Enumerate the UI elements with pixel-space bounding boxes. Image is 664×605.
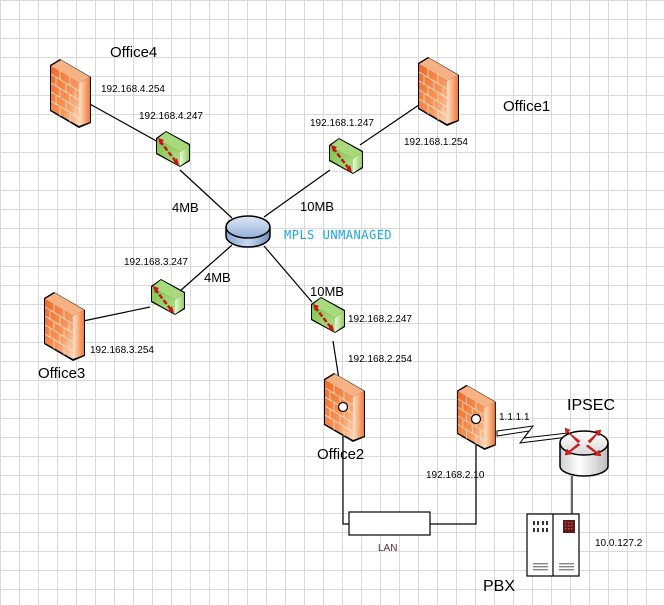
- office1-switch-ip: 192.168.1.247: [310, 118, 374, 129]
- office3-bandwidth: 4MB: [204, 270, 231, 285]
- link-office1-switch-mpls: [263, 169, 331, 218]
- ipsec-fw-port-icon: [470, 413, 482, 425]
- office2-label: Office2: [317, 446, 365, 463]
- link-office3-switch-mpls: [179, 244, 233, 292]
- mpls-label: MPLS UNMANAGED: [284, 228, 393, 242]
- office4-switch-ip: 192.168.4.247: [139, 111, 203, 122]
- switch-office2-icon[interactable]: [309, 295, 347, 335]
- office4-bandwidth: 4MB: [172, 200, 199, 215]
- ipsec-label: IPSEC: [567, 397, 616, 414]
- link-office2-switch-mpls: [263, 245, 313, 303]
- office1-firewall-ip: 192.168.1.254: [404, 137, 468, 148]
- switch-office4-icon[interactable]: [154, 129, 192, 169]
- router-icon[interactable]: [559, 427, 609, 477]
- office3-firewall-ip: 192.168.3.254: [90, 345, 154, 356]
- wan-link-lightning: [496, 425, 569, 444]
- link-lan-ipsec-fw: [430, 420, 477, 525]
- link-office4-switch-mpls: [179, 169, 233, 219]
- ipsec-lan-ip: 192.168.2.10: [426, 470, 485, 481]
- firewall-office4-icon[interactable]: [49, 58, 92, 129]
- switch-office3-icon[interactable]: [149, 277, 187, 317]
- lan-bar[interactable]: [348, 511, 431, 536]
- office1-bandwidth: 10MB: [300, 199, 334, 214]
- switch-office1-icon[interactable]: [327, 136, 365, 176]
- pbx-label: PBX: [483, 578, 516, 595]
- office1-label: Office1: [503, 98, 551, 115]
- office4-firewall-ip: 192.168.4.254: [101, 84, 165, 95]
- office3-label: Office3: [38, 365, 86, 382]
- pbx-ip: 10.0.127.2: [595, 538, 643, 549]
- firewall-office3-icon[interactable]: [43, 291, 86, 362]
- lan-label: LAN: [378, 543, 398, 554]
- office2-port-icon: [337, 401, 349, 413]
- mpls-cloud-icon[interactable]: [225, 215, 271, 248]
- office2-bandwidth: 10MB: [310, 284, 344, 299]
- office4-label: Office4: [110, 44, 158, 61]
- pbx-icon[interactable]: [526, 513, 580, 577]
- office2-firewall-ip: 192.168.2.254: [348, 354, 412, 365]
- ipsec-wan-ip: 1.1.1.1: [499, 412, 530, 423]
- link-office2-lan: [342, 410, 349, 525]
- firewall-office1-icon[interactable]: [417, 56, 460, 127]
- office2-switch-ip: 192.168.2.247: [348, 314, 412, 325]
- office3-switch-ip: 192.168.3.247: [124, 257, 188, 268]
